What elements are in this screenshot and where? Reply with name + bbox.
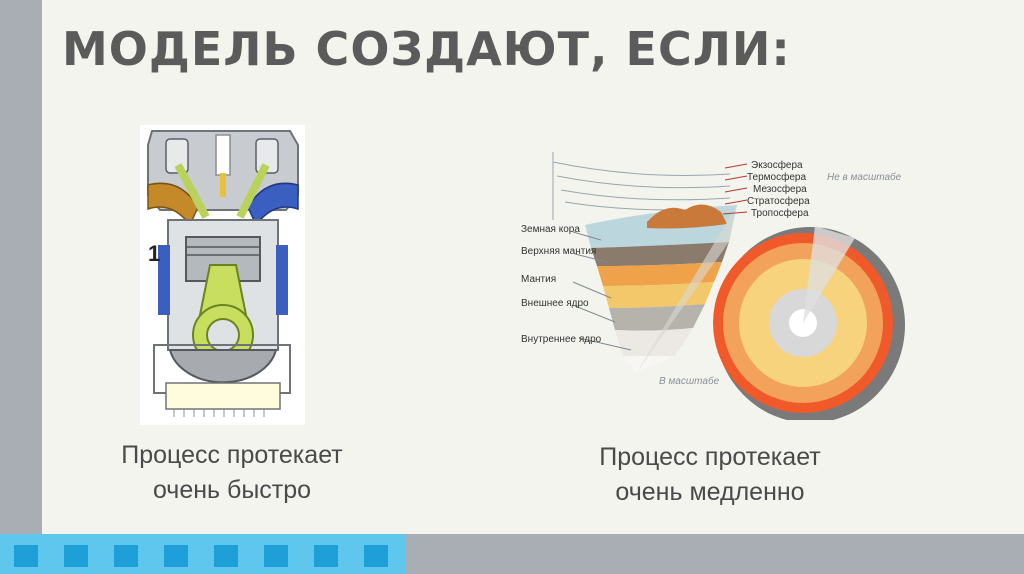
label-stratosphere: Стратосфера	[747, 195, 810, 207]
decor-square	[314, 545, 338, 567]
decor-square	[214, 545, 238, 567]
slide-title: МОДЕЛЬ СОЗДАЮТ, ЕСЛИ:	[62, 22, 791, 76]
label-troposphere: Тропосфера	[751, 207, 809, 219]
decor-square	[364, 545, 388, 567]
decor-square	[14, 545, 38, 567]
label-thermosphere: Термосфера	[747, 171, 806, 183]
label-upper-mantle: Верхняя мантия	[521, 246, 596, 257]
label-not-to-scale: Не в масштабе	[827, 171, 902, 183]
label-exosphere: Экзосфера	[751, 159, 803, 171]
label-to-scale: В масштабе	[659, 375, 720, 387]
engine-caption-line1: Процесс протекает	[82, 438, 382, 473]
label-outer-core: Внешнее ядро	[521, 298, 589, 309]
engine-cylinder-illustration: 1	[140, 125, 305, 425]
earth-layers-illustration: Экзосфера Термосфера Мезосфера Стратосфе…	[515, 150, 915, 420]
earth-caption: Процесс протекает очень медленно	[560, 440, 860, 510]
engine-caption: Процесс протекает очень быстро	[82, 438, 382, 508]
earth-caption-line2: очень медленно	[560, 475, 860, 510]
decor-square	[64, 545, 88, 567]
earth-caption-line1: Процесс протекает	[560, 440, 860, 475]
engine-stroke-label: 1	[148, 241, 160, 266]
decor-square	[164, 545, 188, 567]
decor-square	[114, 545, 138, 567]
left-sidebar-bar	[0, 0, 42, 574]
bottom-blue-strip	[0, 534, 406, 574]
label-mesosphere: Мезосфера	[753, 183, 807, 195]
engine-caption-line2: очень быстро	[82, 473, 382, 508]
decor-square	[264, 545, 288, 567]
label-crust: Земная кора	[521, 224, 580, 235]
label-inner-core: Внутреннее ядро	[521, 334, 602, 345]
label-mantle: Мантия	[521, 274, 556, 285]
